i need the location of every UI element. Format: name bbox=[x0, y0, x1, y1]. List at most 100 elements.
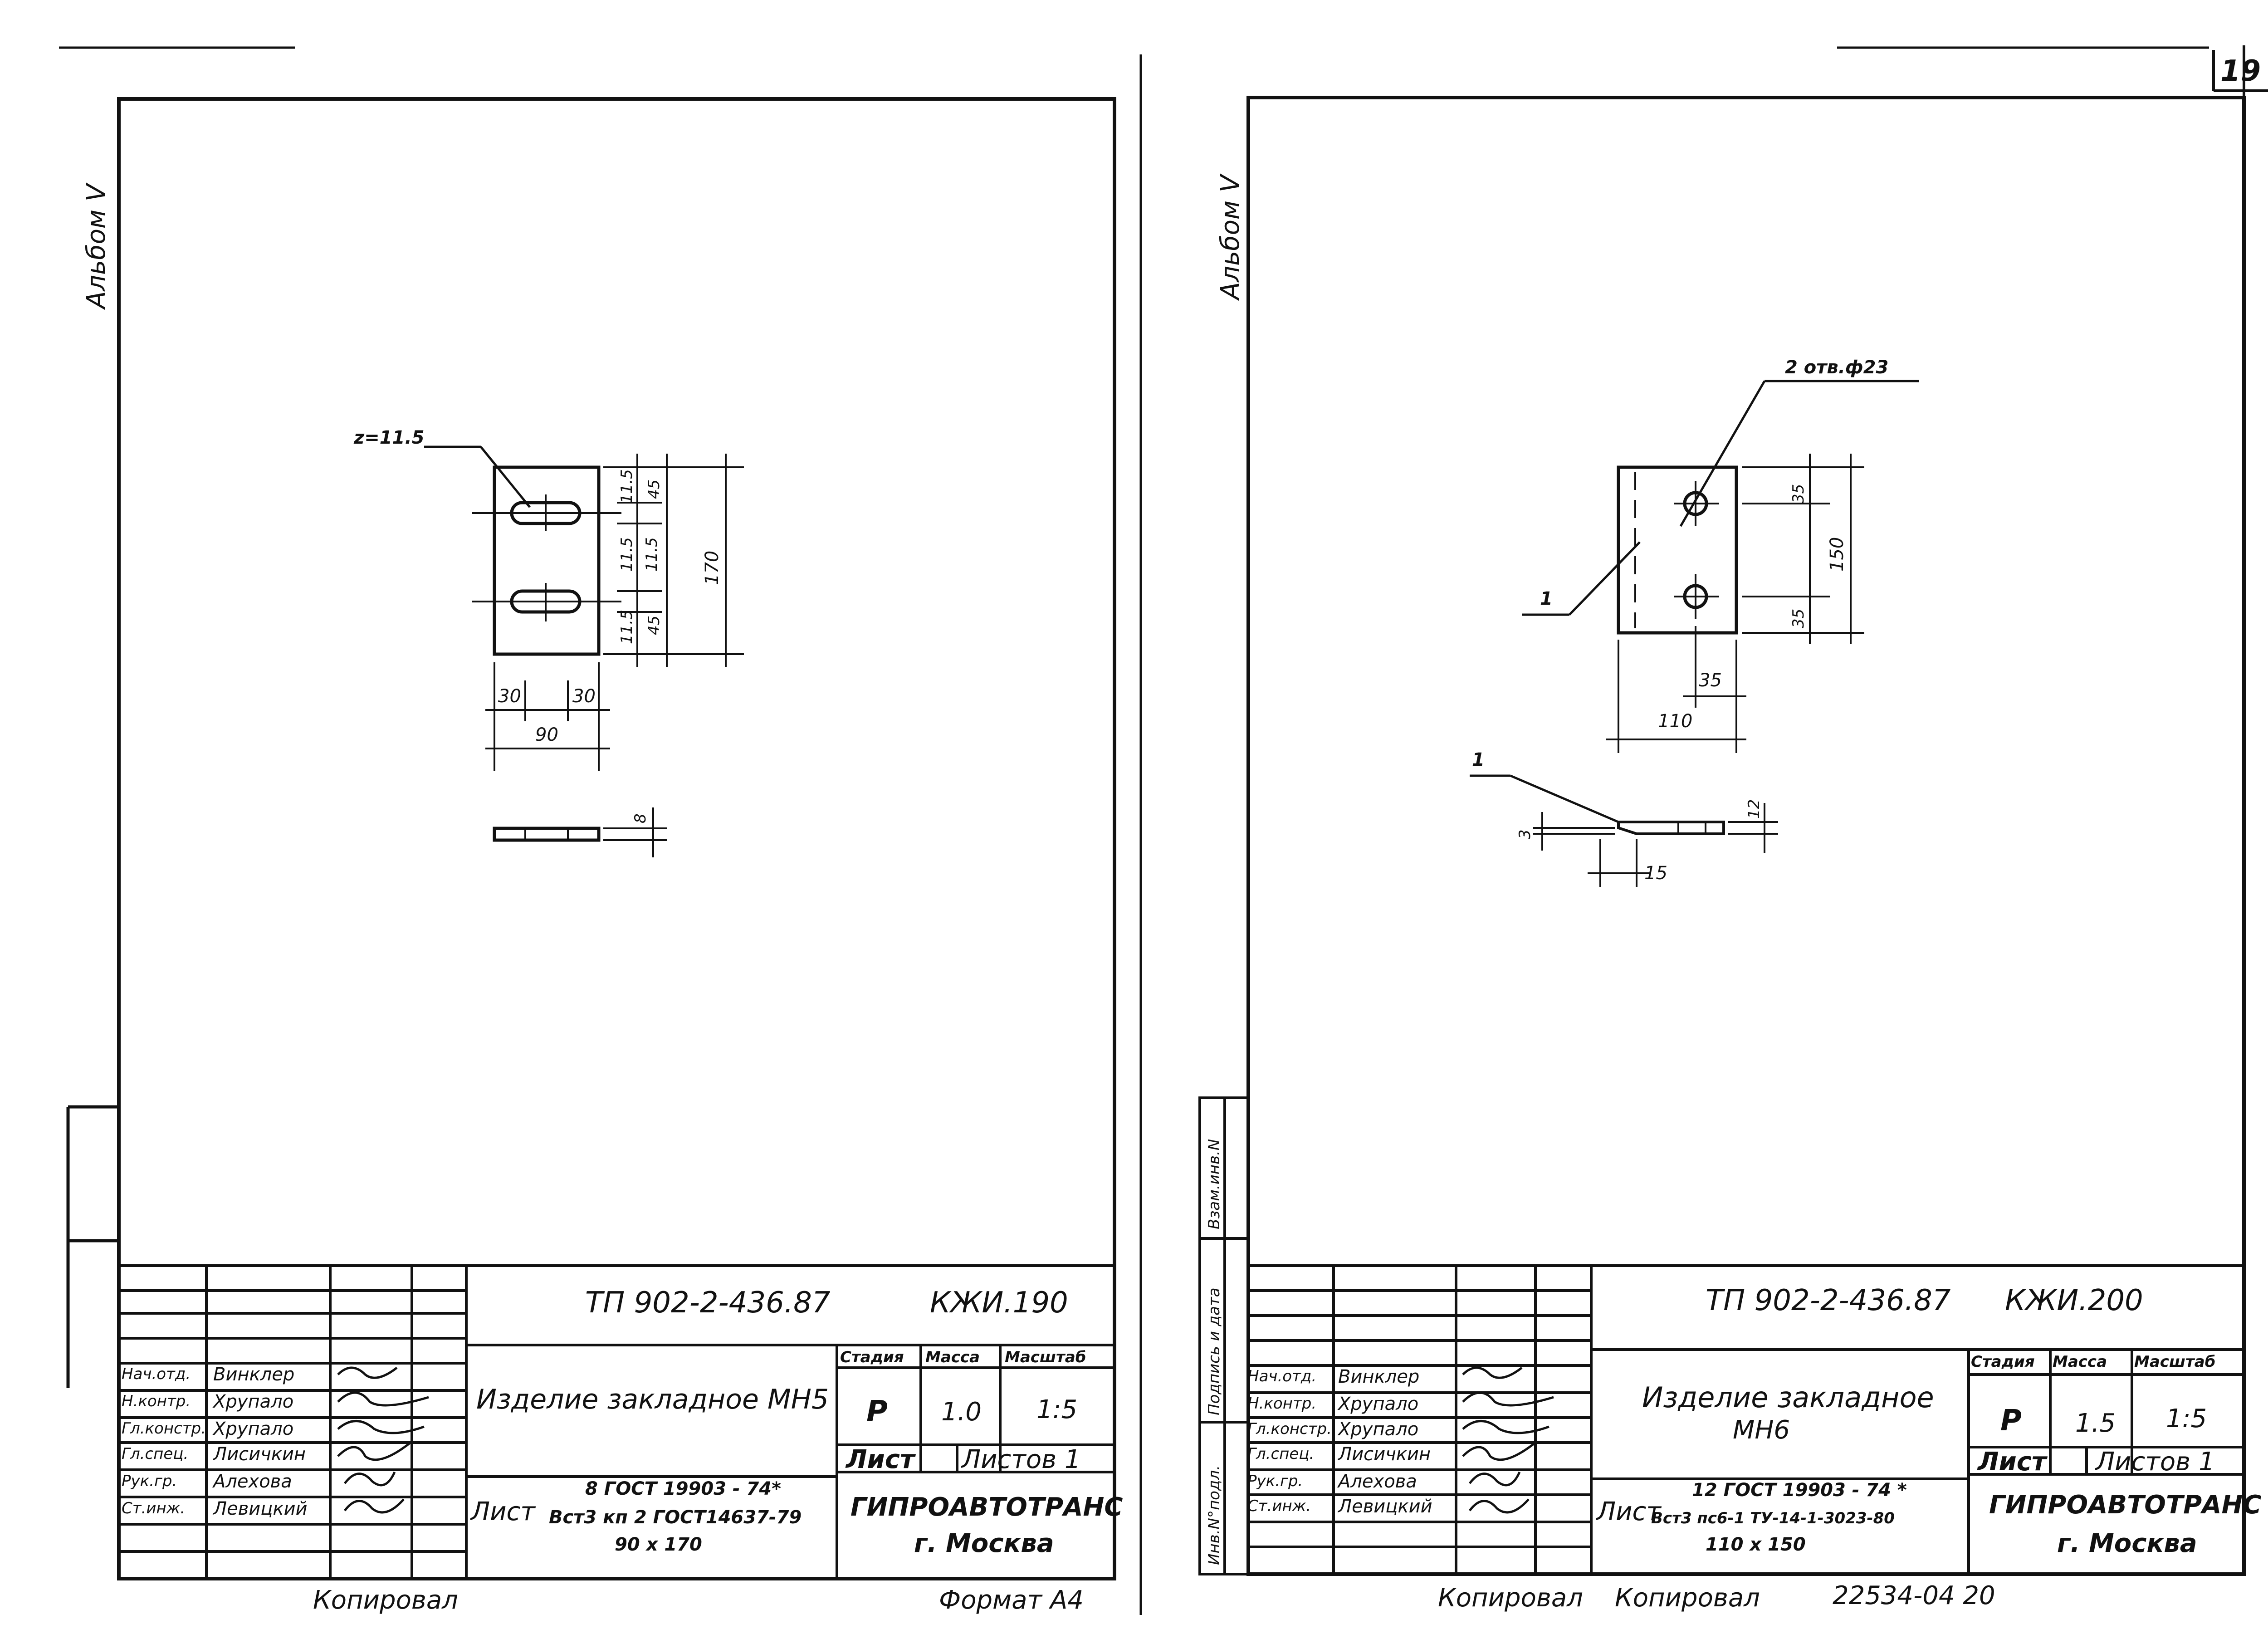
right-staff-role-4: Рук.гр. bbox=[1247, 1472, 1303, 1490]
left-material-1: 8 ГОСТ 19903 - 74* bbox=[585, 1478, 782, 1499]
left-sheet-label: Лист bbox=[846, 1445, 915, 1474]
left-staff-role-1: Н.контр. bbox=[122, 1392, 191, 1410]
left-dim-d: 11.5 bbox=[643, 537, 661, 572]
right-callout-1a: 1 bbox=[1540, 588, 1553, 609]
right-material-prefix: Лист bbox=[1597, 1497, 1661, 1526]
right-staff-name-2: Хрупало bbox=[1338, 1419, 1419, 1440]
left-item-title: Изделие закладное МН5 bbox=[476, 1384, 829, 1415]
signature-scribbles bbox=[337, 1366, 1554, 1514]
right-footer-number: 22534-04 20 bbox=[1833, 1581, 1995, 1610]
right-mass: 1.5 bbox=[2075, 1409, 2116, 1438]
left-material-2: Вст3 кп 2 ГОСТ14637-79 bbox=[549, 1507, 802, 1528]
right-col-stage: Стадия bbox=[1971, 1353, 2035, 1371]
right-item-title-1: Изделие закладное bbox=[1642, 1381, 1934, 1414]
left-sheet-code: КЖИ.190 bbox=[930, 1286, 1068, 1320]
right-dim-15: 15 bbox=[1644, 863, 1667, 884]
left-sheets-label: Листов 1 bbox=[962, 1445, 1081, 1474]
right-callout-1b: 1 bbox=[1472, 749, 1485, 770]
right-staff-role-1: Н.контр. bbox=[1247, 1394, 1317, 1413]
right-item-title-2: МН6 bbox=[1733, 1415, 1790, 1445]
left-scale: 1:5 bbox=[1036, 1395, 1078, 1424]
right-scale: 1:5 bbox=[2166, 1404, 2207, 1433]
stamp-vzam-label: Взам.инв.N bbox=[1205, 1139, 1223, 1229]
left-dim-f: 45 bbox=[645, 615, 663, 635]
left-dim-170: 170 bbox=[702, 550, 723, 585]
left-staff-role-2: Гл.констр. bbox=[122, 1419, 206, 1438]
right-footer-copied: Копировал bbox=[1438, 1583, 1583, 1613]
album-label-right: Альбом V bbox=[1216, 175, 1245, 299]
right-staff-name-4: Алехова bbox=[1338, 1471, 1417, 1492]
right-col-scale: Масштаб bbox=[2134, 1353, 2216, 1371]
left-mass: 1.0 bbox=[941, 1397, 982, 1427]
left-org: ГИПРОАВТОТРАНС bbox=[850, 1492, 1123, 1522]
left-dim-e: 11.5 bbox=[618, 610, 636, 644]
right-sheet-label: Лист bbox=[1978, 1447, 2047, 1477]
right-dim-12: 12 bbox=[1745, 799, 1763, 819]
right-title-block-lines bbox=[1248, 1264, 2244, 1574]
left-staff-role-0: Нач.отд. bbox=[122, 1365, 191, 1383]
left-doc-code: ТП 902-2-436.87 bbox=[585, 1286, 831, 1320]
right-footer-copied-2: Копировал bbox=[1615, 1583, 1760, 1613]
right-col-mass: Масса bbox=[2053, 1353, 2107, 1371]
right-sheet-code: КЖИ.200 bbox=[2005, 1284, 2143, 1317]
right-stage: Р bbox=[2000, 1404, 2022, 1438]
left-plate-drawing bbox=[424, 445, 744, 857]
left-callout: z=11.5 bbox=[354, 427, 425, 448]
right-plate-drawing bbox=[1470, 380, 1919, 887]
right-material-2: Вст3 пс6-1 ТУ-14-1-3023-80 bbox=[1651, 1509, 1895, 1527]
right-sheets-label: Листов 1 bbox=[2096, 1447, 2215, 1477]
right-staff-role-2: Гл.констр. bbox=[1247, 1420, 1332, 1438]
left-stage: Р bbox=[866, 1395, 888, 1429]
right-staff-role-5: Ст.инж. bbox=[1247, 1497, 1311, 1515]
right-org: ГИПРОАВТОТРАНС bbox=[1989, 1490, 2262, 1520]
album-label-left: Альбом V bbox=[82, 184, 111, 308]
left-staff-name-5: Левицкий bbox=[213, 1498, 308, 1519]
right-dim-35c: 35 bbox=[1699, 670, 1722, 691]
left-material-3: 90 х 170 bbox=[615, 1534, 702, 1555]
right-callout-holes: 2 отв.ф23 bbox=[1785, 357, 1889, 378]
right-city: г. Москва bbox=[2057, 1529, 2197, 1558]
right-material-1: 12 ГОСТ 19903 - 74 * bbox=[1692, 1480, 1907, 1501]
left-col-mass: Масса bbox=[925, 1348, 980, 1366]
right-staff-role-0: Нач.отд. bbox=[1247, 1367, 1317, 1385]
left-dim-c: 11.5 bbox=[618, 537, 636, 572]
left-staff-name-4: Алехова bbox=[213, 1471, 292, 1492]
right-dim-150: 150 bbox=[1827, 537, 1848, 572]
right-staff-name-3: Лисичкин bbox=[1338, 1444, 1431, 1465]
left-footer-format: Формат А4 bbox=[939, 1585, 1084, 1615]
left-material-prefix: Лист bbox=[471, 1497, 535, 1526]
left-dim-90: 90 bbox=[535, 724, 558, 745]
left-city: г. Москва bbox=[914, 1529, 1054, 1558]
left-dim-30a: 30 bbox=[498, 686, 521, 707]
right-dim-35a: 35 bbox=[1789, 484, 1808, 504]
left-staff-name-2: Хрупало bbox=[213, 1419, 294, 1439]
right-dim-3: 3 bbox=[1516, 829, 1534, 839]
left-col-scale: Масштаб bbox=[1005, 1348, 1086, 1366]
right-material-3: 110 х 150 bbox=[1706, 1534, 1806, 1555]
right-dim-110: 110 bbox=[1658, 711, 1693, 732]
left-staff-role-4: Рук.гр. bbox=[122, 1472, 177, 1490]
left-dim-a: 11.5 bbox=[618, 469, 636, 504]
left-dim-30b: 30 bbox=[572, 686, 596, 707]
left-staff-name-0: Винклер bbox=[213, 1364, 295, 1385]
left-footer-copied: Копировал bbox=[313, 1585, 458, 1615]
left-staff-role-3: Гл.спец. bbox=[122, 1445, 189, 1463]
left-staff-name-3: Лисичкин bbox=[213, 1444, 306, 1465]
right-staff-name-0: Винклер bbox=[1338, 1366, 1420, 1387]
left-dim-b: 45 bbox=[645, 479, 663, 499]
right-dim-35b: 35 bbox=[1789, 608, 1808, 628]
right-staff-role-3: Гл.спец. bbox=[1247, 1445, 1315, 1463]
page-number: 19 bbox=[2220, 54, 2261, 88]
left-staff-name-1: Хрупало bbox=[213, 1391, 294, 1412]
left-staff-role-5: Ст.инж. bbox=[122, 1499, 186, 1517]
left-sheet-frame bbox=[117, 97, 1116, 1580]
left-col-stage: Стадия bbox=[840, 1348, 904, 1366]
right-staff-name-1: Хрупало bbox=[1338, 1394, 1419, 1414]
left-dim-8: 8 bbox=[631, 813, 650, 823]
right-vertical-stamp-lines bbox=[1198, 1096, 1250, 1575]
stamp-sign-label: Подпись и дата bbox=[1205, 1287, 1223, 1415]
stamp-inv-label: Инв.N°подл. bbox=[1205, 1465, 1223, 1565]
right-sheet-frame bbox=[1246, 96, 2246, 1576]
left-title-block-lines bbox=[119, 1264, 1114, 1579]
